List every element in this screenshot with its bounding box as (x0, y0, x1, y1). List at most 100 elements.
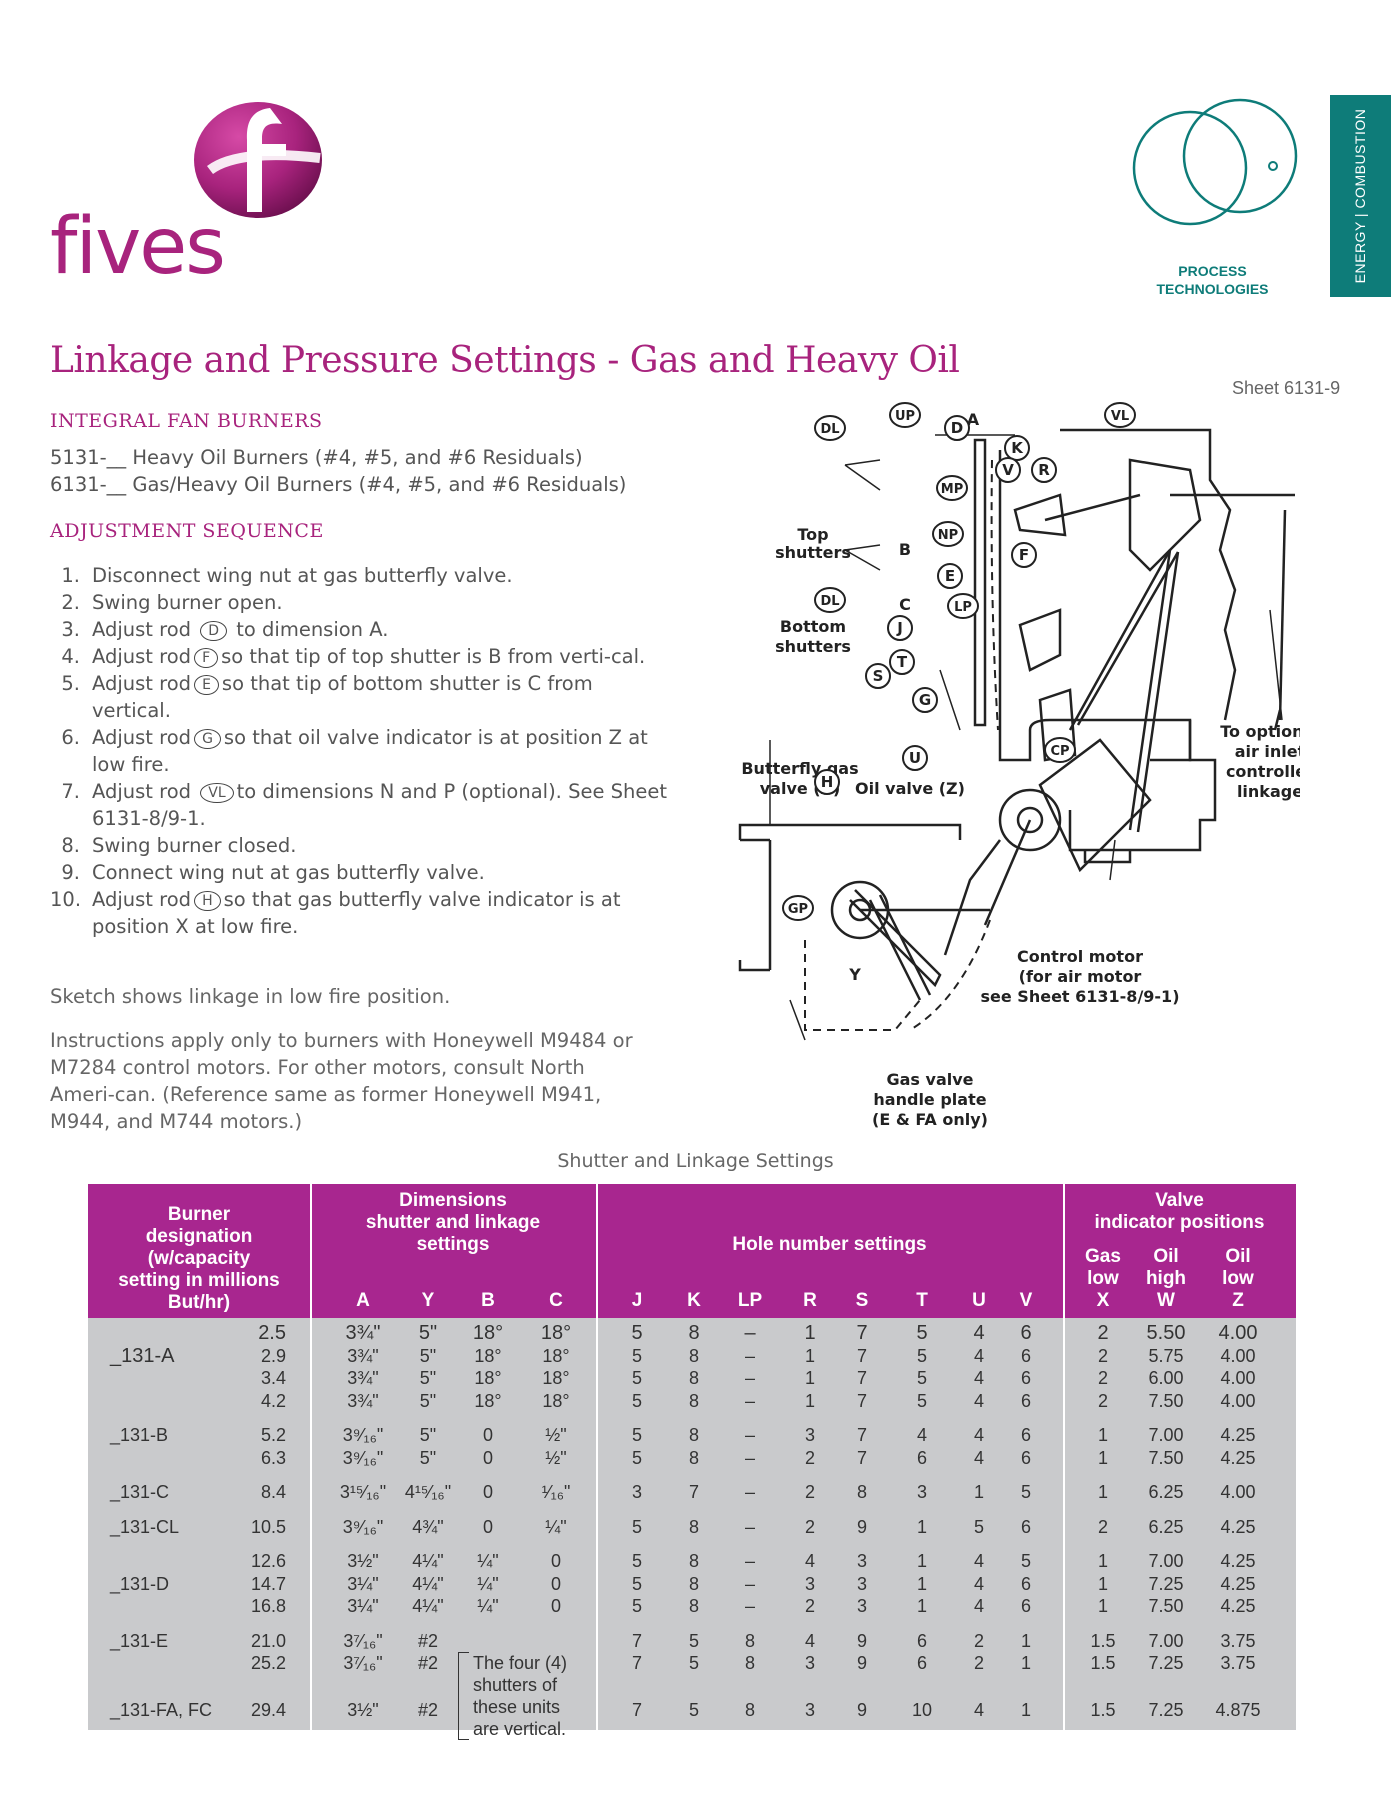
circled-label-cp: CP (1050, 744, 1069, 759)
dim-cell-y: 5" (419, 1425, 437, 1445)
circled-label-ring (944, 415, 970, 441)
hole-cell-k: 8 (688, 1425, 699, 1445)
circled-label-j: J (896, 619, 903, 637)
dim-cell-y: #2 (417, 1653, 439, 1673)
valve-cell-w: 5.50 (1146, 1322, 1186, 1344)
hole-cell-r: 3 (804, 1700, 815, 1720)
hole-cell-j: 5 (631, 1573, 642, 1594)
hole-cell-lp: – (744, 1425, 755, 1445)
hole-cell-r: 3 (804, 1653, 815, 1673)
column-divider (596, 1184, 598, 1318)
dim-cell-a: 3¹⁵⁄₁₆" (339, 1482, 387, 1502)
valve-cell-w: 7.25 (1148, 1653, 1184, 1673)
valve-cell-x: 1.5 (1090, 1630, 1116, 1651)
dim-cell-b: 0 (482, 1482, 493, 1502)
linkage-diagram: A Top shutters B C Bottom shutters Butte… (738, 402, 1300, 1129)
dim-cell-b: 18° (474, 1345, 502, 1366)
burner-designation: _131-CL (110, 1516, 180, 1537)
dim-cell-b: ¼" (477, 1573, 499, 1594)
sheet-number: Sheet 6131-9 (1232, 378, 1341, 398)
capacity-cell: 16.8 (250, 1596, 286, 1616)
circled-label-ring (902, 745, 928, 771)
table-title: Shutter and Linkage Settings (557, 1150, 834, 1172)
step-text: Disconnect wing nut at gas butterfly val… (92, 564, 513, 587)
dim-cell-a: 3¾" (347, 1345, 379, 1366)
hole-cell-k: 5 (688, 1700, 699, 1720)
valve-cell-z: 3.75 (1220, 1653, 1256, 1673)
hole-cell-t: 5 (916, 1390, 927, 1411)
vertical-note-line: are vertical. (473, 1719, 567, 1739)
hole-cell-v: 6 (1020, 1425, 1031, 1445)
hole-cell-v: 6 (1020, 1573, 1031, 1594)
process-technologies-logo-icon (1132, 98, 1298, 226)
dim-cell-c: 0 (550, 1596, 561, 1616)
rod-circle: VL (200, 783, 234, 803)
hole-cell-t: 1 (916, 1516, 927, 1537)
hole-cell-j: 7 (631, 1700, 642, 1720)
bottom-shutters-line2: shutters (775, 637, 851, 656)
valve-cell-w: 7.00 (1148, 1630, 1184, 1651)
hole-cell-u: 1 (973, 1482, 984, 1502)
hole-cell-lp: – (744, 1596, 755, 1616)
capacity-cell: 3.4 (260, 1368, 286, 1388)
hole-cell-t: 6 (916, 1630, 927, 1651)
circled-label-v: V (1002, 461, 1014, 479)
hole-cell-j: 5 (631, 1596, 642, 1616)
header-valve-col: low (1222, 1268, 1254, 1289)
valve-cell-x: 1 (1097, 1425, 1108, 1445)
hole-cell-t: 1 (916, 1573, 927, 1594)
step-post: so that gas butterfly valve indicator is… (92, 888, 621, 938)
top-shutters-line2: shutters (775, 543, 851, 562)
valve-cell-x: 1 (1097, 1482, 1108, 1502)
circled-label-ring (936, 475, 968, 501)
gas-plate-line3: (E & FA only) (872, 1110, 988, 1129)
gas-plate-line1: Gas valve (886, 1070, 973, 1089)
dim-cell-c: 18° (542, 1345, 570, 1366)
hole-cell-u: 4 (973, 1596, 984, 1616)
control-motor-line3: see Sheet 6131-8/9-1) (981, 987, 1180, 1006)
valve-cell-w: 6.25 (1148, 1516, 1184, 1537)
optional-line2: air inlet (1235, 742, 1300, 761)
circled-label-r: R (1038, 461, 1050, 479)
hole-cell-u: 5 (973, 1516, 984, 1537)
circled-label-ring (1044, 737, 1076, 763)
hole-cell-lp: 8 (744, 1700, 755, 1720)
dim-cell-y: 5" (419, 1345, 437, 1366)
dim-cell-a: 3½" (347, 1551, 379, 1571)
capacity-cell: 2.9 (260, 1345, 286, 1366)
instructions-note: Instructions apply only to burners with … (50, 1029, 633, 1133)
header-col-r: R (803, 1290, 817, 1311)
step-item: 8.Swing burner closed. (50, 832, 670, 859)
step-number: 7. (61, 780, 80, 803)
circled-label-ring (814, 769, 840, 795)
dim-cell-a: 3⁹⁄₁₆" (342, 1425, 384, 1445)
valve-cell-x: 1.5 (1090, 1653, 1116, 1673)
burner-designation: _131-B (110, 1425, 169, 1445)
hole-cell-r: 1 (804, 1368, 815, 1388)
hole-cell-v: 6 (1020, 1516, 1031, 1537)
fives-logo-icon (194, 102, 322, 218)
circled-label-dl: DL (820, 422, 839, 437)
valve-cell-x: 1 (1097, 1596, 1108, 1616)
dim-c-label: C (899, 595, 911, 614)
hole-cell-k: 8 (688, 1322, 700, 1344)
valve-cell-z: 4.00 (1218, 1322, 1258, 1344)
header-col-s: S (855, 1290, 869, 1311)
hole-cell-v: 1 (1020, 1630, 1031, 1651)
sketch-note: Sketch shows linkage in low fire positio… (50, 985, 451, 1008)
hole-cell-k: 8 (688, 1596, 699, 1616)
vertical-note-line: these units (473, 1697, 561, 1717)
hole-cell-j: 5 (631, 1447, 642, 1468)
circled-label-t: T (897, 653, 908, 671)
hole-cell-r: 4 (804, 1551, 815, 1571)
dim-cell-y: #2 (417, 1630, 439, 1651)
circled-label-ring (1031, 457, 1057, 483)
capacity-cell: 6.3 (260, 1447, 286, 1468)
valve-cell-w: 7.00 (1148, 1425, 1184, 1445)
step-number: 2. (61, 591, 80, 614)
hole-cell-u: 4 (973, 1368, 984, 1388)
butterfly-line1: Butterfly gas (741, 759, 858, 778)
